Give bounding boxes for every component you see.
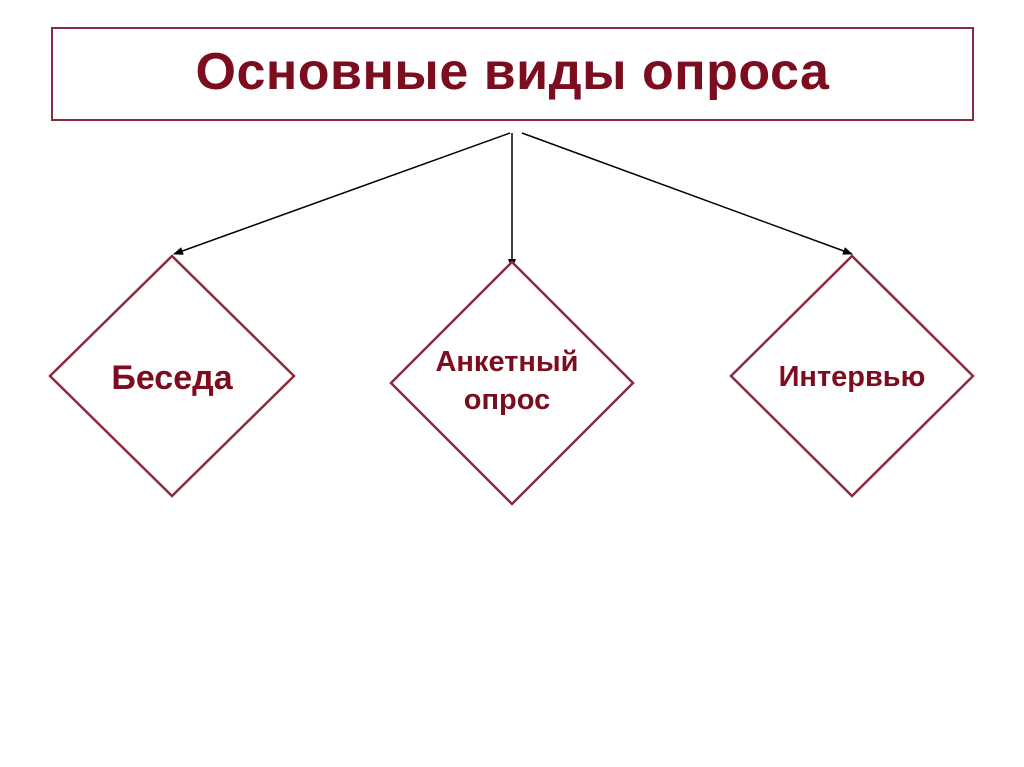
diamond-anketny <box>389 260 635 506</box>
diamond-beseda <box>48 254 296 498</box>
node-label-beseda: Беседа <box>72 356 272 400</box>
node-intervyu-line-1: Интервью <box>778 361 926 393</box>
node-beseda-line-1: Беседа <box>111 359 233 397</box>
node-label-anketny: Анкетный опрос <box>407 344 607 419</box>
diamond-intervyu <box>729 254 975 498</box>
node-anketny-line-2: опрос <box>463 383 551 416</box>
node-anketny-line-1: Анкетный <box>435 346 579 378</box>
title-box: Основные виды опроса <box>51 27 974 121</box>
arrow-to-intervyu <box>521 132 853 255</box>
arrow-to-beseda <box>173 132 511 255</box>
node-label-intervyu: Интервью <box>752 359 952 397</box>
diagram-title: Основные виды опроса <box>195 43 830 101</box>
